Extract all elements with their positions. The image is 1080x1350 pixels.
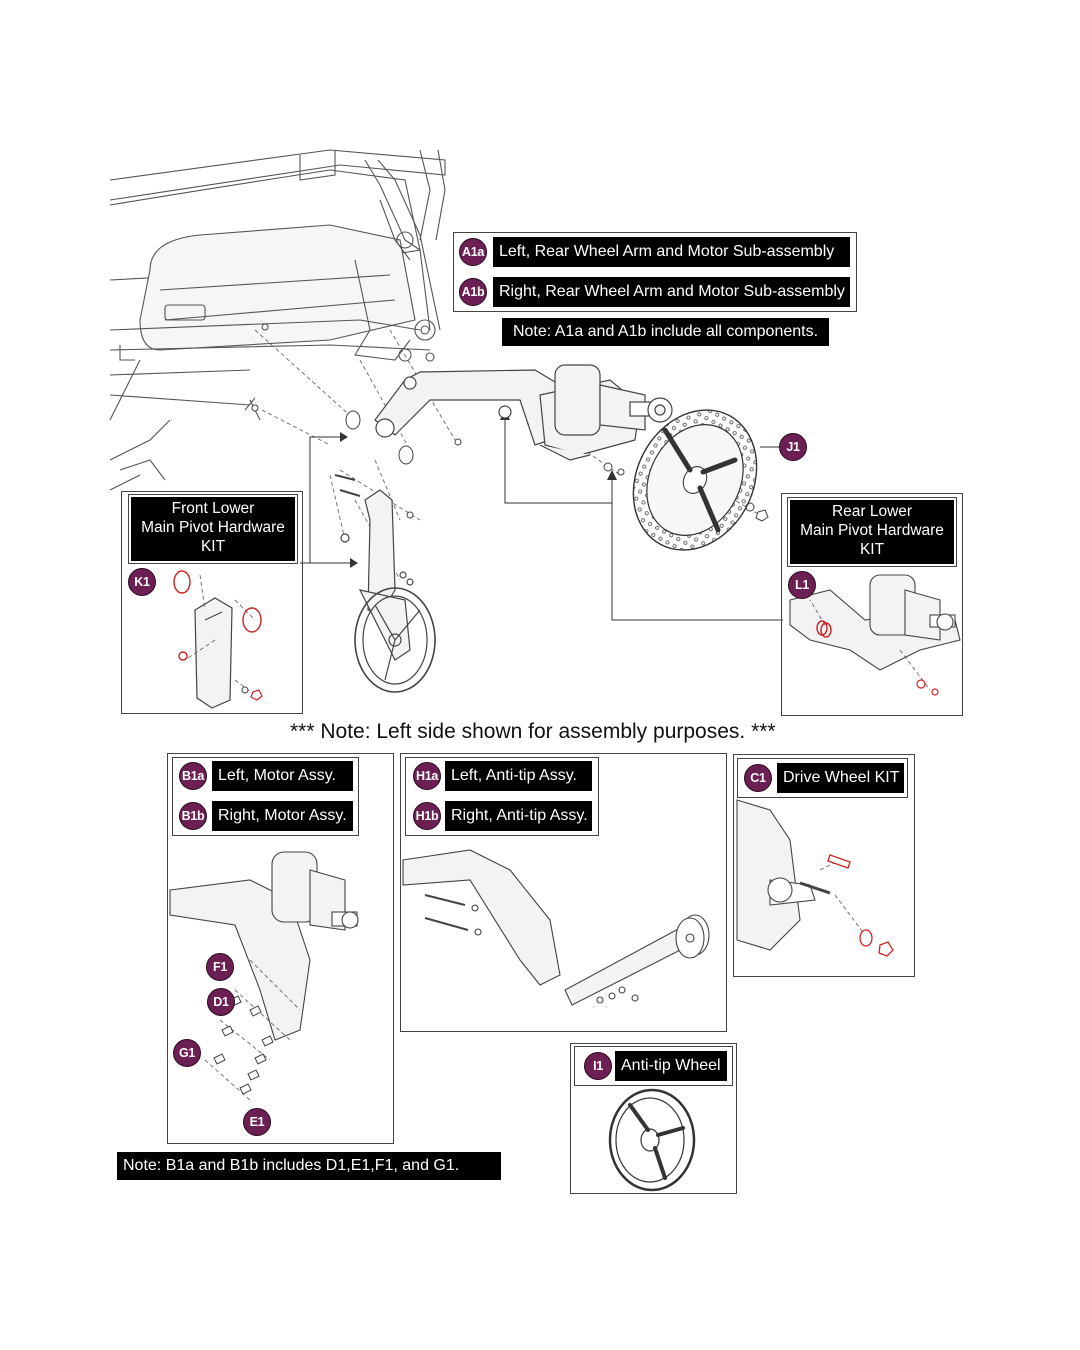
b1a-label: Left, Motor Assy. <box>212 761 353 791</box>
h1b-label: Right, Anti-tip Assy. <box>445 801 592 831</box>
a1a-label: Left, Rear Wheel Arm and Motor Sub-assem… <box>493 237 850 267</box>
h1-antitip-panel <box>400 753 727 1032</box>
i1-antitip-wheel-panel <box>570 1043 737 1194</box>
chair-frame-drawing <box>109 149 446 491</box>
b1-note: Note: B1a and B1b includes D1,E1,F1, and… <box>117 1152 501 1180</box>
f1-badge: F1 <box>206 953 234 981</box>
a1a-badge: A1a <box>459 238 487 266</box>
c1-drive-wheel-kit-drawing <box>736 799 894 957</box>
leader-lines <box>300 415 783 621</box>
l1-kit-drawing <box>789 574 961 696</box>
h1a-label: Left, Anti-tip Assy. <box>445 761 592 791</box>
k1-kit-label: Front Lower Main Pivot Hardware KIT <box>131 497 295 561</box>
d1-badge: D1 <box>207 988 235 1016</box>
h1b-badge: H1b <box>413 802 441 830</box>
i1-antitip-wheel-drawing <box>608 1088 696 1192</box>
j1-badge: J1 <box>779 433 807 461</box>
e1-badge: E1 <box>243 1108 271 1136</box>
rear-wheel-arm-drawing <box>374 364 673 461</box>
b1a-badge: B1a <box>179 762 207 790</box>
b1b-badge: B1b <box>179 802 207 830</box>
k1-badge: K1 <box>128 568 156 596</box>
assembly-note: *** Note: Left side shown for assembly p… <box>290 720 776 743</box>
c1-drive-wheel-panel <box>733 754 915 977</box>
i1-label: Anti-tip Wheel <box>615 1051 727 1081</box>
front-caster-drawing <box>340 489 436 693</box>
drive-wheel-drawing <box>632 409 758 551</box>
c1-badge: C1 <box>744 764 772 792</box>
a1-callout-frame <box>453 232 857 312</box>
h1a-badge: H1a <box>413 762 441 790</box>
l1-badge: L1 <box>788 571 816 599</box>
c1-label: Drive Wheel KIT <box>777 763 904 793</box>
l1-kit-label: Rear Lower Main Pivot Hardware KIT <box>790 500 954 564</box>
i1-badge: I1 <box>584 1052 612 1080</box>
b1-label-frame <box>172 757 359 836</box>
c1-label-frame <box>737 758 908 798</box>
i1-label-frame <box>574 1046 733 1086</box>
h1-label-frame <box>405 757 599 836</box>
g1-badge: G1 <box>173 1039 201 1067</box>
a1b-label: Right, Rear Wheel Arm and Motor Sub-asse… <box>493 277 850 307</box>
b1-motor-panel <box>167 753 394 1144</box>
h1-antitip-drawing <box>402 849 710 1006</box>
k1-kit-panel <box>121 491 303 714</box>
l1-kit-panel <box>781 493 963 716</box>
k1-label-frame <box>128 494 298 564</box>
main-hardware-drawing <box>251 323 769 522</box>
a1-note: Note: A1a and A1b include all components… <box>502 318 829 346</box>
b1-motor-drawing <box>169 851 359 1101</box>
k1-kit-drawing <box>173 570 263 709</box>
b1b-label: Right, Motor Assy. <box>212 801 353 831</box>
l1-label-frame <box>787 497 957 567</box>
a1b-badge: A1b <box>459 278 487 306</box>
